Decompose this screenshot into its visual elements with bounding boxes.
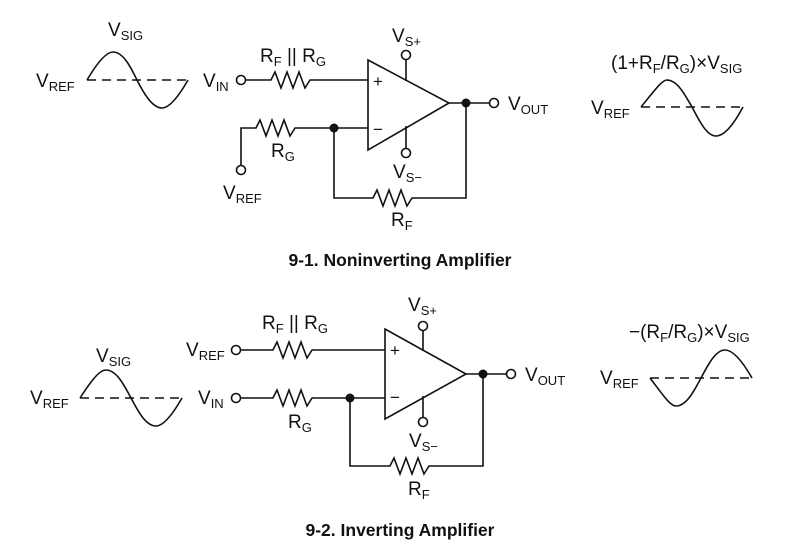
- vref-terminal: [235, 164, 247, 176]
- vs-minus-label: VS−: [409, 431, 438, 454]
- input-waveform: VSIG VREF: [30, 346, 183, 427]
- figure-caption: 9-2. Inverting Amplifier: [306, 520, 495, 540]
- figure-noninverting: VSIG VREF VIN RF || RG VREF RG + − VS+ V…: [36, 20, 744, 270]
- vin-label: VIN: [198, 388, 224, 411]
- vsig-label: VSIG: [108, 20, 143, 43]
- sine-wave-inverted: [649, 349, 753, 407]
- vs-minus-terminal: [400, 147, 412, 159]
- minus-sign: −: [390, 388, 400, 407]
- rf-label: RF: [408, 479, 430, 502]
- sine-wave: [86, 51, 189, 109]
- vout-terminal: [488, 97, 500, 109]
- gain-formula-label: (1+RF/RG)×VSIG: [611, 53, 742, 76]
- opamp-triangle: [384, 327, 468, 421]
- vref-out-label: VREF: [600, 368, 639, 391]
- vin-terminal: [235, 74, 247, 86]
- figure-inverting: VSIG VREF VREF RF || RG VIN RG + − VS+ V…: [30, 295, 753, 540]
- resistor-rf-parallel-rg: [245, 69, 368, 91]
- vin-label: VIN: [203, 71, 229, 94]
- resistor-rg: [240, 387, 385, 409]
- resistor-rg: [240, 117, 368, 165]
- vref-terminal-label: VREF: [186, 340, 225, 363]
- plus-sign: +: [373, 72, 383, 91]
- resistor-rf-parallel-rg: [240, 339, 385, 361]
- vout-terminal: [505, 368, 517, 380]
- vref-terminal-label: VREF: [223, 183, 262, 206]
- output-waveform: (1+RF/RG)×VSIG VREF: [591, 53, 744, 137]
- rf-rg-label: RF || RG: [262, 313, 328, 336]
- vref-label: VREF: [36, 71, 75, 94]
- plus-sign: +: [390, 341, 400, 360]
- vref-terminal: [230, 344, 242, 356]
- sine-wave-amplified: [640, 79, 744, 137]
- vin-terminal: [230, 392, 242, 404]
- resistor-rf-feedback: [349, 374, 484, 477]
- opamp-triangle: [367, 58, 451, 152]
- vref-label: VREF: [30, 388, 69, 411]
- rg-label: RG: [288, 412, 312, 435]
- vref-out-label: VREF: [591, 98, 630, 121]
- rf-rg-label: RF || RG: [260, 46, 326, 69]
- gain-formula-label: −(RF/RG)×VSIG: [629, 322, 750, 345]
- resistor-rf-feedback: [333, 103, 467, 209]
- minus-sign: −: [373, 120, 383, 139]
- vs-minus-terminal: [417, 416, 429, 428]
- vout-label: VOUT: [525, 365, 565, 388]
- rg-label: RG: [271, 141, 295, 164]
- vs-plus-terminal: [417, 320, 429, 332]
- vs-plus-terminal: [400, 49, 412, 61]
- vs-plus-label: VS+: [408, 295, 437, 318]
- vs-plus-label: VS+: [392, 26, 421, 49]
- sine-wave: [79, 369, 183, 427]
- rf-label: RF: [391, 210, 413, 233]
- figure-caption: 9-1. Noninverting Amplifier: [289, 250, 512, 270]
- input-waveform: VSIG VREF: [36, 20, 189, 109]
- vout-label: VOUT: [508, 94, 548, 117]
- vsig-label: VSIG: [96, 346, 131, 369]
- output-waveform: −(RF/RG)×VSIG VREF: [600, 322, 753, 407]
- vs-minus-label: VS−: [393, 162, 422, 185]
